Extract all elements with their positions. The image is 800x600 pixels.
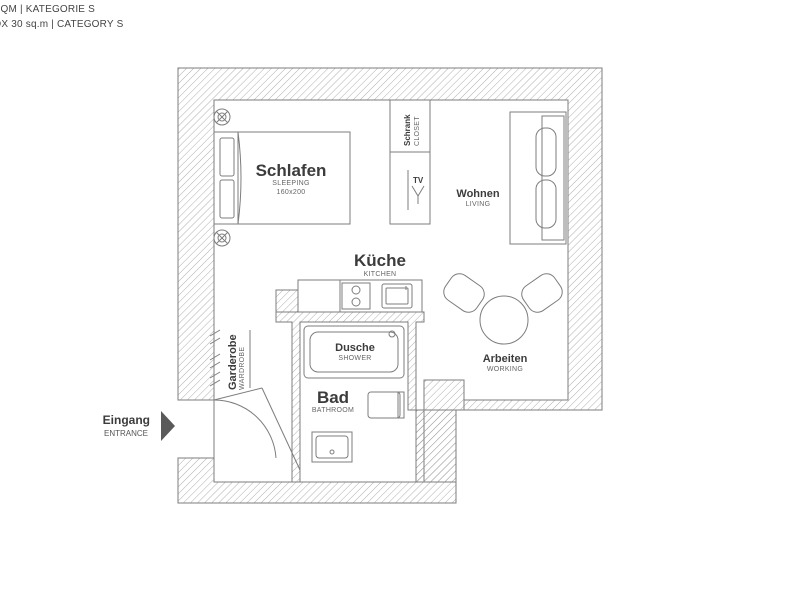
- entrance-label: Eingang: [103, 413, 150, 427]
- bed-size: 160x200: [277, 189, 306, 196]
- room-sub-arbeiten: WORKING: [487, 366, 523, 373]
- room-sub-dusche: SHOWER: [338, 355, 371, 362]
- room-label-dusche: Dusche: [335, 342, 375, 354]
- lamp-icon: [213, 229, 231, 247]
- lamp-icon: [213, 108, 231, 126]
- wall-pillar: [423, 379, 465, 411]
- room-sub-schrank: CLOSET: [414, 116, 421, 146]
- sofa: [509, 111, 567, 245]
- wall-stub: [275, 289, 299, 313]
- kitchen-counter: [297, 279, 423, 313]
- bed: [213, 131, 351, 225]
- room-sub-bad: BATHROOM: [312, 407, 354, 414]
- tv-unit: [389, 151, 431, 225]
- header-line-2: ROX 30 sq.m | CATEGORY S: [0, 19, 124, 30]
- room-sub-garderobe: WARDROBE: [239, 347, 246, 390]
- room-sub-kueche: KITCHEN: [364, 271, 397, 278]
- room-label-garderobe: Garderobe: [227, 334, 239, 390]
- room-label-schrank: Schrank: [403, 114, 412, 146]
- room-sub-wohnen: LIVING: [466, 201, 491, 208]
- hanger-icon: [209, 329, 221, 387]
- room-label-wohnen: Wohnen: [456, 188, 499, 200]
- tv-label: TV: [413, 176, 424, 185]
- shaft-wall: [415, 409, 457, 483]
- closet: [389, 99, 431, 153]
- chair: [521, 273, 563, 313]
- desk: [479, 295, 529, 345]
- room-label-kueche: Küche: [354, 251, 406, 270]
- room-sub-schlafen: SLEEPING: [272, 180, 309, 187]
- entrance-arrow-icon: [161, 411, 175, 441]
- entrance-sub: ENTRANCE: [104, 429, 148, 438]
- header-line-1: 30 QM | KATEGORIE S: [0, 4, 96, 15]
- shower: [303, 325, 405, 379]
- toilet: [367, 391, 405, 419]
- washbasin: [311, 431, 353, 463]
- room-label-bad: Bad: [317, 388, 349, 407]
- chair: [443, 273, 485, 313]
- room-label-schlafen: Schlafen: [256, 161, 327, 180]
- entrance-door-swing: [213, 387, 277, 459]
- entrance-opening: [178, 400, 214, 458]
- room-label-arbeiten: Arbeiten: [483, 353, 528, 365]
- bathroom-door[interactable]: [261, 387, 301, 471]
